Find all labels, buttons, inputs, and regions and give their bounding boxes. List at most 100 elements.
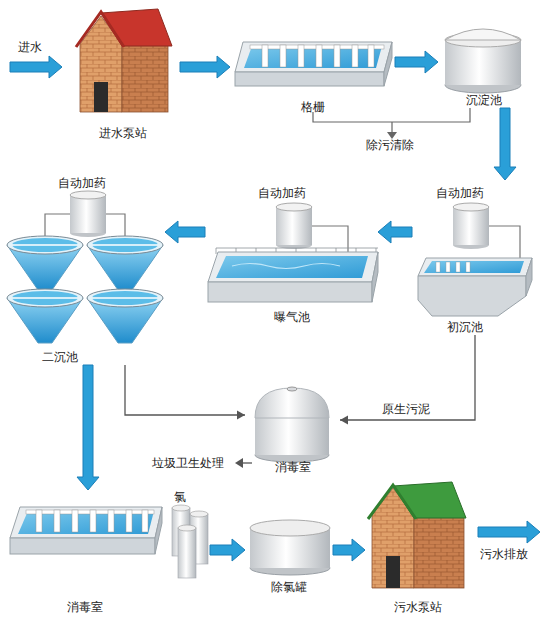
cone-bridge: [12, 244, 78, 246]
process-note: 自动加药: [436, 186, 484, 201]
unit-label: 曝气池: [205, 310, 378, 325]
cone-water: [92, 238, 158, 252]
secondary-clarifier: [87, 236, 163, 290]
screen-basin: [235, 42, 392, 86]
arrow-shape: [333, 539, 365, 561]
cone-rim: [7, 236, 83, 254]
process-note: 垃圾卫生处理: [152, 456, 224, 471]
screen-bar: [36, 510, 42, 532]
tank-dome: [255, 388, 329, 418]
tank-dome: [445, 29, 521, 40]
leader-line: [313, 108, 470, 122]
pump-house: [76, 9, 172, 112]
aeration-basin: [208, 248, 378, 302]
basin-front: [10, 538, 155, 554]
process-note: 进水: [18, 40, 42, 55]
flow-arrow: [180, 56, 230, 78]
dosing-tank: [276, 203, 348, 255]
basin-rim: [235, 42, 392, 72]
basin-front: [208, 282, 372, 302]
screen-bar: [352, 45, 358, 67]
process-unit: 初沉池: [412, 180, 535, 335]
screen-bar: [90, 510, 96, 532]
sludge-line: [125, 365, 245, 420]
secondary-clarifier: [7, 289, 83, 343]
unit-label: 消毒室: [245, 460, 340, 475]
process-unit: 格栅: [230, 30, 395, 115]
house-wall: [414, 515, 464, 588]
cylinder-body: [178, 528, 196, 578]
dosing-tank: [453, 203, 520, 260]
secondary-clarifier: [7, 236, 83, 290]
basin-side: [384, 42, 392, 86]
sludge-line: [340, 335, 475, 425]
basin-rim: [10, 507, 162, 538]
inflow-arrow: [10, 56, 62, 78]
dosing-pipe: [45, 214, 70, 238]
arrow-head: [235, 458, 243, 468]
secondary-clarifier: [87, 289, 163, 343]
arrow-shape: [180, 56, 230, 78]
unit-label: 二沉池: [25, 350, 95, 365]
dosing-tank: [45, 191, 125, 238]
arrow-shape: [395, 51, 438, 73]
screen-bar: [126, 510, 132, 532]
cone-rim: [87, 236, 163, 254]
disinfection-dome: [255, 387, 329, 462]
cone-bridge: [92, 244, 158, 246]
flow-arrow: [378, 221, 412, 243]
screen-bar: [298, 45, 304, 67]
connector-line: [125, 365, 245, 415]
tank-knob: [287, 387, 297, 391]
screen-bar: [72, 510, 78, 532]
screen-bar: [262, 45, 268, 67]
arrow-head: [340, 416, 348, 425]
scraper-bar: [436, 262, 440, 272]
cylinder-top: [190, 511, 208, 517]
chlorine-cylinders: [172, 505, 208, 578]
process-note: 氯: [174, 490, 186, 505]
pump-house: [368, 482, 466, 588]
process-unit: 污水泵站: [365, 475, 470, 615]
arrow-head: [387, 132, 397, 139]
dosing-pipe: [106, 214, 125, 238]
screen-bar: [368, 45, 374, 67]
basin-water: [424, 261, 524, 273]
cone-rim: [7, 289, 83, 307]
process-unit: 二沉池: [5, 175, 165, 365]
screen-bar: [280, 45, 286, 67]
arrow-shape: [165, 221, 205, 243]
cone-water: [12, 291, 78, 305]
basin-side: [526, 258, 532, 296]
basin-water: [18, 511, 154, 534]
arrow-shape: [494, 108, 516, 180]
process-unit: 消毒室: [5, 490, 210, 615]
tank-top: [453, 203, 489, 211]
flow-arrow: [77, 365, 99, 490]
flow-arrow: [210, 539, 245, 561]
discharge-arrow: [478, 521, 540, 543]
process-note: 污水排放: [480, 547, 528, 562]
flow-arrow: [395, 51, 438, 73]
basin-side: [155, 507, 162, 554]
settling-tank: [445, 29, 521, 93]
process-unit: 消毒室: [245, 385, 340, 475]
unit-label: 初沉池: [420, 320, 510, 335]
cone-rim: [87, 289, 163, 307]
tank-top: [276, 203, 312, 211]
dosing-pipe: [489, 226, 520, 260]
screen-bar: [54, 510, 60, 532]
cone-bridge: [92, 297, 158, 299]
arrow-shape: [77, 365, 99, 490]
cylinder-top: [178, 525, 196, 531]
unit-label: 进水泵站: [65, 126, 180, 141]
unit-label: 沉淀池: [438, 93, 530, 108]
edge-label: 原生污泥: [382, 402, 430, 417]
unit-label: 消毒室: [5, 600, 165, 615]
scraper-bar: [446, 262, 450, 272]
connector-line: [340, 335, 475, 420]
process-unit: 进水泵站: [65, 5, 180, 141]
screen-bar: [334, 45, 340, 67]
process-unit: 除氯罐: [245, 505, 333, 595]
